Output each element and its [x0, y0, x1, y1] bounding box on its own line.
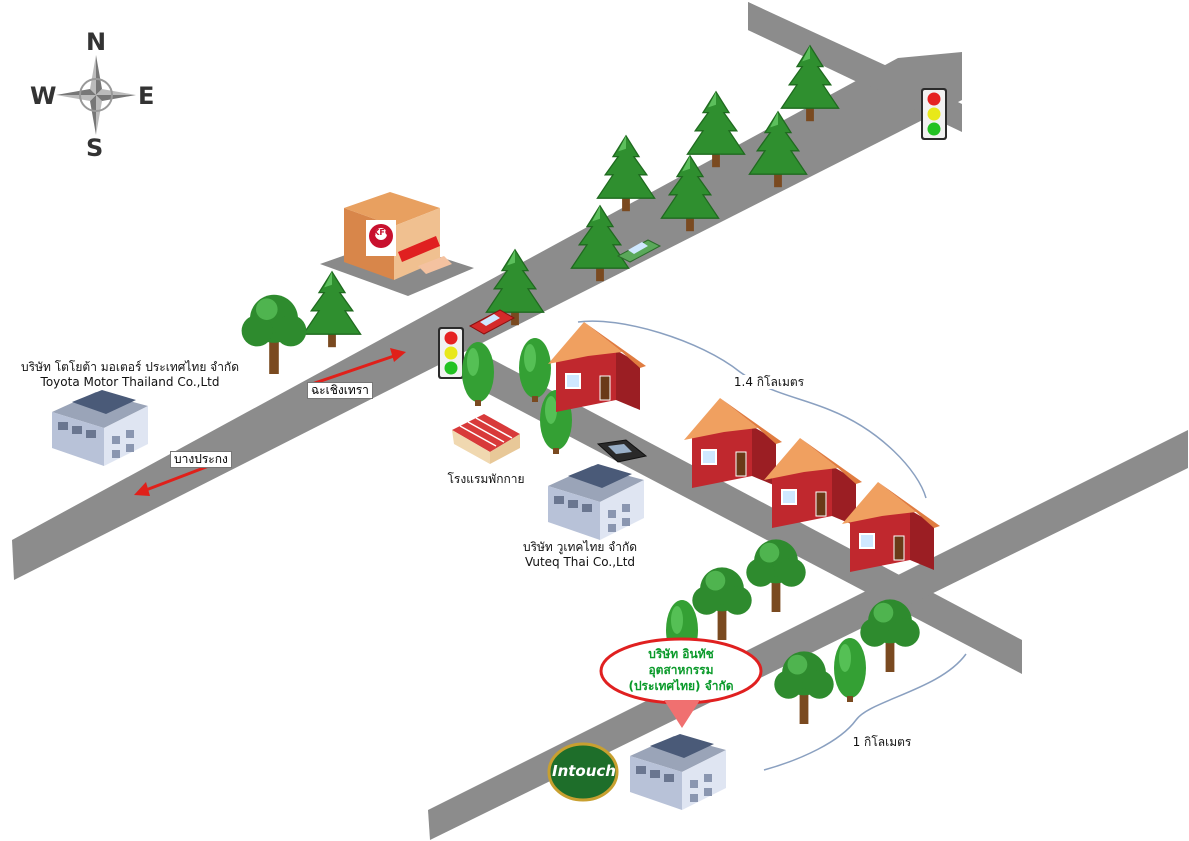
toyota-label-th: บริษัท โตโยต้า มอเตอร์ ประเทศไทย จำกัด [21, 360, 239, 374]
hotel-label: โรงแรมพักกาย [447, 472, 525, 486]
distance-line-2 [763, 653, 967, 771]
location-balloon-icon [599, 637, 763, 728]
compass-east-label: E [138, 82, 155, 110]
intouch-balloon-text: บริษัท อินทัช อุตสาหกรรม (ประเทศไทย) จำก… [603, 646, 759, 694]
lower-road [428, 430, 1188, 840]
hotel-icon [452, 414, 520, 464]
pine-tree-icon [302, 271, 362, 348]
kfc-sign-label: KFC [373, 228, 391, 237]
traffic-light-icon [921, 88, 947, 140]
toyota-label-en: Toyota Motor Thailand Co.,Ltd [40, 375, 220, 389]
main-highway [12, 52, 962, 580]
compass-rose-icon [56, 55, 136, 135]
intouch-line-2: อุตสาหกรรม [648, 663, 714, 677]
intouch-line-3: (ประเทศไทย) จำกัด [628, 679, 734, 693]
arrow-to-bang-prakong [134, 462, 215, 496]
factory-icon [630, 734, 726, 810]
traffic-light-icon [438, 327, 464, 379]
northeast-road [748, 2, 962, 132]
compass-north-label: N [86, 28, 107, 56]
vuteq-label-en: Vuteq Thai Co.,Ltd [524, 555, 636, 569]
factory-icon [548, 464, 644, 540]
distance-label-1: 1.4 กิโลเมตร [724, 375, 814, 389]
intouch-logo-text: Intouch [552, 762, 616, 780]
arrow-to-chachoengsao [311, 348, 406, 386]
compass-south-label: S [86, 134, 104, 162]
round-tree-icon [692, 567, 752, 640]
compass-west-label: W [30, 82, 57, 110]
round-tree-icon [834, 638, 866, 702]
house-icon [763, 437, 863, 529]
distance-line-1 [577, 320, 927, 499]
house-icon [547, 321, 647, 413]
intouch-line-1: บริษัท อินทัช [648, 647, 714, 661]
car-icon [468, 309, 516, 335]
vuteq-label-th: บริษัท วูเทคไทย จำกัด [522, 540, 638, 554]
house-icon [683, 397, 783, 489]
factory-icon [52, 390, 148, 466]
kfc-store-icon [320, 192, 474, 296]
car-icon [596, 439, 648, 463]
round-tree-icon [462, 342, 494, 406]
intouch-logo-icon [547, 742, 619, 802]
chachoengsao-label: ฉะเชิงเทรา [307, 382, 373, 399]
bang-prakong-label: บางประกง [170, 451, 232, 468]
distance-label-2: 1 กิโลเมตร [844, 735, 920, 749]
car-icon [616, 239, 662, 263]
